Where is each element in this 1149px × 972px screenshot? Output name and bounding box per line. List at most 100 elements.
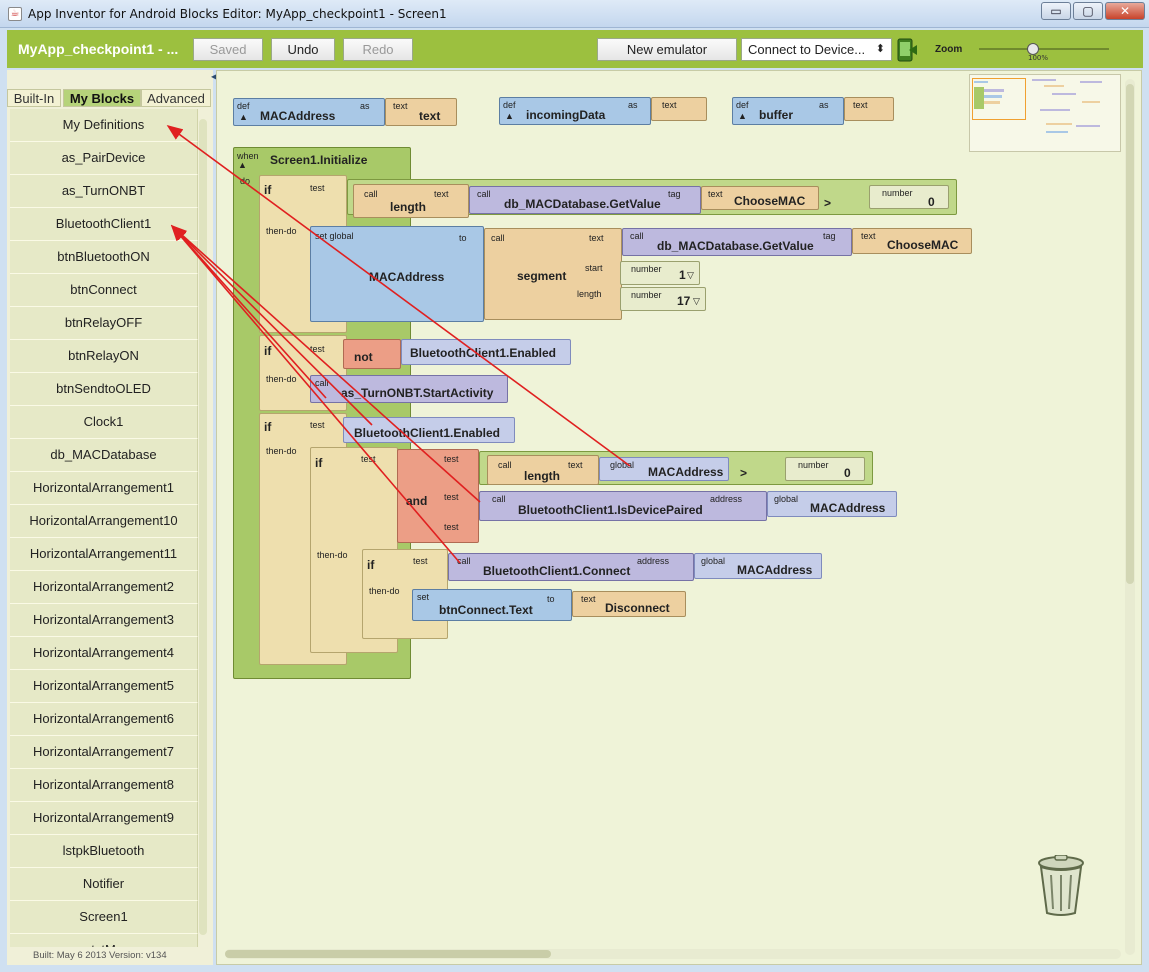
length-call-block[interactable]: call length text xyxy=(353,184,469,218)
length-call-block[interactable]: call length text xyxy=(487,455,599,485)
tab-advanced[interactable]: Advanced xyxy=(141,89,211,107)
maximize-button[interactable]: ▢ xyxy=(1073,2,1103,20)
text-literal-block[interactable]: text ChooseMAC xyxy=(701,186,819,210)
text-value: ChooseMAC xyxy=(734,194,806,208)
getvalue-call-block[interactable]: call db_MACDatabase.GetValue tag xyxy=(469,186,701,214)
number-block[interactable]: number 17 ▽ xyxy=(620,287,706,311)
set-btnconnect-text-block[interactable]: set btnConnect.Text to xyxy=(412,589,572,621)
set-keyword: set xyxy=(417,592,430,602)
drawer-item[interactable]: HorizontalArrangement9 xyxy=(10,802,198,835)
saved-button[interactable]: Saved xyxy=(193,38,263,61)
tab-built-in[interactable]: Built-In xyxy=(7,89,61,107)
number-keyword: number xyxy=(631,264,662,274)
connect-call-block[interactable]: call BluetoothClient1.Connect address xyxy=(448,553,694,581)
minimize-button[interactable]: ▭ xyxy=(1041,2,1071,20)
phone-icon[interactable] xyxy=(896,37,918,63)
global-var-block[interactable]: global MACAddress xyxy=(599,457,729,481)
global-var-block[interactable]: global MACAddress xyxy=(694,553,822,579)
number-block[interactable]: number 1 ▽ xyxy=(620,261,700,285)
drawer-item[interactable]: My Definitions xyxy=(10,109,198,142)
drawer-item[interactable]: HorizontalArrangement3 xyxy=(10,604,198,637)
close-button[interactable]: ✕ xyxy=(1105,2,1145,20)
drawer-item[interactable]: as_TurnONBT xyxy=(10,175,198,208)
zoom-slider[interactable] xyxy=(979,43,1109,55)
segment-call-block[interactable]: call segment text start length xyxy=(484,228,622,320)
bt-enabled-getter-block[interactable]: BluetoothClient1.Enabled xyxy=(401,339,571,365)
minimap-viewport[interactable] xyxy=(972,78,1026,120)
def-keyword: def xyxy=(237,101,250,111)
dropdown-arrow-icon[interactable]: ▽ xyxy=(687,270,694,280)
and-block[interactable]: and test test test xyxy=(397,449,479,543)
number-block[interactable]: number 0 xyxy=(785,457,865,481)
drawer-item[interactable]: lstpkBluetooth xyxy=(10,835,198,868)
call-keyword: call xyxy=(498,460,512,470)
text-literal-block[interactable]: text Disconnect xyxy=(572,591,686,617)
number-keyword: number xyxy=(798,460,829,470)
vertical-scroll-thumb[interactable] xyxy=(1126,84,1134,584)
drawer-item[interactable]: HorizontalArrangement1 xyxy=(10,472,198,505)
drawer-item[interactable]: HorizontalArrangement7 xyxy=(10,736,198,769)
workspace-minimap[interactable] xyxy=(969,74,1121,152)
drawer-item[interactable]: Clock1 xyxy=(10,406,198,439)
drawer-item[interactable]: as_PairDevice xyxy=(10,142,198,175)
def-block-incomingdata[interactable]: def ▲ incomingData as xyxy=(499,97,651,125)
build-info: Built: May 6 2013 Version: v134 xyxy=(33,950,167,961)
text-block[interactable]: text text xyxy=(385,98,457,126)
if-keyword: if xyxy=(367,558,375,572)
as-keyword: as xyxy=(628,100,638,110)
text-block[interactable]: text xyxy=(651,97,707,121)
tab-my-blocks[interactable]: My Blocks xyxy=(63,89,141,107)
drawer-item[interactable]: btnRelayON xyxy=(10,340,198,373)
connect-device-select[interactable]: Connect to Device... ⬍ xyxy=(741,38,892,61)
undo-button[interactable]: Undo xyxy=(271,38,335,61)
workspace-vertical-scrollbar[interactable] xyxy=(1125,79,1135,955)
bt-enabled-getter-block[interactable]: BluetoothClient1.Enabled xyxy=(343,417,515,443)
if-keyword: if xyxy=(264,420,272,434)
drawer-item[interactable]: Notifier xyxy=(10,868,198,901)
test-keyword: test xyxy=(413,556,428,566)
drawer-item[interactable]: HorizontalArrangement11 xyxy=(10,538,198,571)
as-keyword: as xyxy=(819,100,829,110)
def-block-macaddress[interactable]: def ▲ MACAddress as xyxy=(233,98,385,126)
drawer-item[interactable]: BluetoothClient1 xyxy=(10,208,198,241)
call-keyword: call xyxy=(492,494,506,504)
as-keyword: as xyxy=(360,101,370,111)
number-value: 1 xyxy=(679,268,686,282)
def-block-buffer[interactable]: def ▲ buffer as xyxy=(732,97,844,125)
drawer-item[interactable]: HorizontalArrangement6 xyxy=(10,703,198,736)
global-var-block[interactable]: global MACAddress xyxy=(767,491,897,517)
isdevicepaired-call-block[interactable]: call BluetoothClient1.IsDevicePaired add… xyxy=(479,491,767,521)
startactivity-call-block[interactable]: call as_TurnONBT.StartActivity xyxy=(310,375,508,403)
drawer-item[interactable]: HorizontalArrangement4 xyxy=(10,637,198,670)
collapse-triangle-icon: ▲ xyxy=(738,111,747,121)
drawer-item[interactable]: btnConnect xyxy=(10,274,198,307)
drawer-item[interactable]: db_MACDatabase xyxy=(10,439,198,472)
trash-icon[interactable] xyxy=(1037,855,1085,917)
zoom-thumb[interactable] xyxy=(1027,43,1039,55)
new-emulator-button[interactable]: New emulator xyxy=(597,38,737,61)
drawer-item[interactable]: HorizontalArrangement8 xyxy=(10,769,198,802)
number-block[interactable]: number 0 xyxy=(869,185,949,209)
text-literal-block[interactable]: text ChooseMAC xyxy=(852,228,972,254)
drawer-item[interactable]: Screen1 xyxy=(10,901,198,934)
drawer-item[interactable]: btnSendtoOLED xyxy=(10,373,198,406)
collapse-icon[interactable]: ◀ xyxy=(211,72,218,81)
drawer-item[interactable]: btnRelayOFF xyxy=(10,307,198,340)
getvalue-call-block[interactable]: call db_MACDatabase.GetValue tag xyxy=(622,228,852,256)
drawer-item[interactable]: HorizontalArrangement5 xyxy=(10,670,198,703)
drawer-item[interactable]: txtM xyxy=(10,934,198,947)
drawer-item[interactable]: HorizontalArrangement2 xyxy=(10,571,198,604)
set-global-macaddress-block[interactable]: set global MACAddress to xyxy=(310,226,484,322)
not-block[interactable]: not xyxy=(343,339,401,369)
dropdown-arrow-icon[interactable]: ▽ xyxy=(693,296,700,306)
horizontal-scroll-thumb[interactable] xyxy=(225,950,551,958)
text-block[interactable]: text xyxy=(844,97,894,121)
property-name: btnConnect.Text xyxy=(439,603,533,617)
workspace-horizontal-scrollbar[interactable] xyxy=(225,949,1121,959)
sidebar-scrollbar[interactable] xyxy=(199,119,207,935)
redo-button[interactable]: Redo xyxy=(343,38,413,61)
drawer-item[interactable]: btnBluetoothON xyxy=(10,241,198,274)
blocks-workspace[interactable]: def ▲ MACAddress as text text def ▲ inco… xyxy=(216,70,1142,965)
drawer-item[interactable]: HorizontalArrangement10 xyxy=(10,505,198,538)
call-keyword: call xyxy=(315,378,329,388)
